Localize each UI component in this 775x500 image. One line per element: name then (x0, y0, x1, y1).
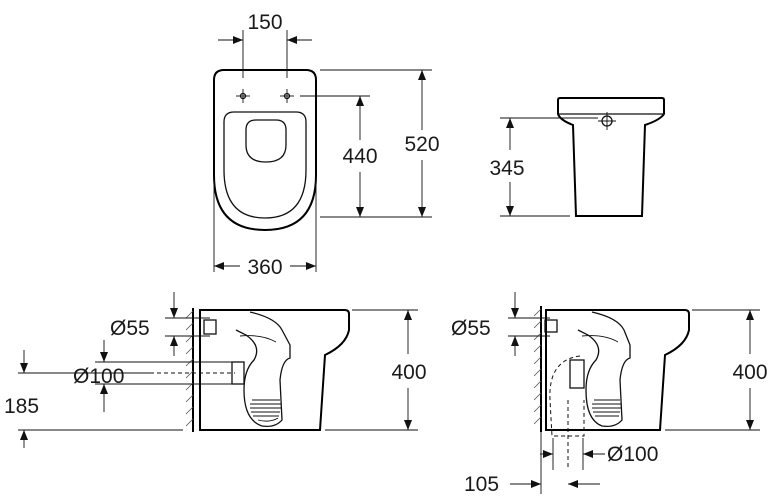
inlet-height-label: 345 (489, 157, 524, 180)
outlet-diameter-label: Ø100 (73, 365, 124, 388)
top-view: 150 440 520 (213, 11, 440, 279)
wall-hatch (533, 308, 542, 425)
bowl-height-label-left: 400 (391, 361, 426, 384)
inlet-diameter-label: Ø55 (451, 317, 491, 340)
outlet-connector (231, 361, 245, 385)
overall-width-dimension: 360 (213, 180, 317, 279)
inlet-diameter-dimension: Ø55 (110, 292, 210, 356)
inlet-diameter-dimension: Ø55 (451, 292, 550, 356)
inlet-diameter-label: Ø55 (110, 317, 150, 340)
fixing-spacing-label: 150 (247, 11, 282, 34)
water-level-lines (592, 399, 621, 417)
floor-outlet-pipe (549, 355, 585, 437)
outlet-offset-label: 105 (464, 473, 499, 496)
rear-view-outline (557, 97, 665, 217)
top-view-bowl-outline (213, 69, 317, 232)
side-view-left-body (199, 309, 350, 431)
water-level-lines (250, 399, 281, 417)
fixing-hole-icon (280, 89, 294, 103)
side-view-right: Ø55 Ø100 105 40 (451, 292, 768, 496)
side-view-right-body (545, 309, 690, 431)
inlet-connector (544, 319, 558, 333)
overall-width-label: 360 (247, 256, 282, 279)
outlet-connector (569, 359, 585, 389)
wall-hatch (185, 310, 194, 427)
bowl-height-label-right: 400 (732, 361, 767, 384)
outlet-offset-dimension: 105 (464, 432, 600, 496)
bowl-height-dimension-left: 400 (325, 309, 427, 431)
outlet-diameter-dimension: Ø100 (540, 438, 658, 470)
outlet-height-label: 185 (4, 395, 39, 418)
side-view-left-trap (235, 311, 291, 428)
rear-view: 345 (489, 97, 665, 217)
bowl-height-dimension-right: 400 (665, 309, 768, 431)
overall-depth-dimension: 520 (320, 69, 440, 218)
overall-depth-label: 520 (404, 133, 439, 156)
top-view-bowl-opening (245, 119, 287, 163)
fixing-hole-icon (236, 89, 250, 103)
outlet-height-dimension: 185 (4, 350, 183, 448)
inlet-height-dimension: 345 (489, 117, 598, 217)
side-view-right-trap (577, 311, 631, 428)
fixing-spacing-dimension: 150 (218, 11, 312, 78)
outlet-diameter-label: Ø100 (607, 443, 658, 466)
inlet-connector (203, 319, 217, 335)
side-view-left: Ø55 Ø100 185 (4, 292, 427, 448)
inlet-hole-icon (598, 112, 616, 130)
outlet-diameter-dimension: Ø100 (73, 340, 235, 412)
fixing-depth-label: 440 (342, 145, 377, 168)
fixing-depth-dimension: 440 (300, 95, 378, 218)
top-view-inner-rim (223, 111, 307, 219)
